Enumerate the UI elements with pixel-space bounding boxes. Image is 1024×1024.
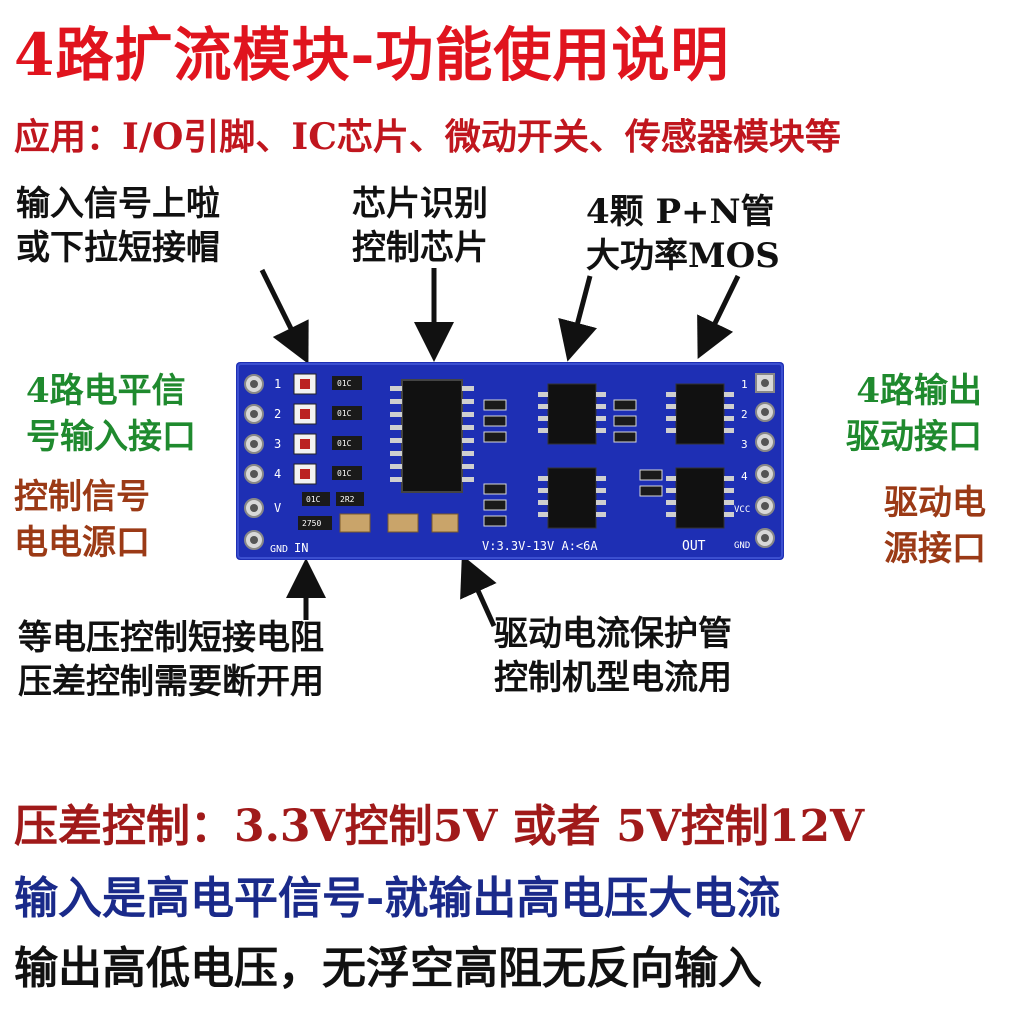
- callout-drive-power: 驱动电 源接口: [884, 480, 986, 572]
- bottom-line-3: 输出高低电压，无浮空高阻无反向输入: [14, 943, 762, 994]
- svg-text:2R2: 2R2: [340, 495, 355, 504]
- callout-drive-power-line2: 源接口: [884, 529, 986, 569]
- arrow-mos-2: [697, 274, 741, 359]
- callout-protect-line1: 驱动电流保护管: [494, 614, 732, 654]
- callout-resistor: 等电压控制短接电阻 压差控制需要断开用: [18, 616, 324, 704]
- spec-label: V:3.3V-13V A:<6A: [482, 539, 598, 553]
- callout-input-port-line2: 号输入接口: [26, 417, 196, 457]
- callout-control-power: 控制信号 电电源口: [14, 474, 150, 566]
- right-pin-label-3: 3: [741, 438, 748, 451]
- callout-control-power-line1: 控制信号: [14, 477, 150, 517]
- mosfet-group: [538, 383, 734, 529]
- callout-chip: 芯片识别 控制芯片: [352, 182, 488, 270]
- right-pin-label-2: 2: [741, 408, 748, 421]
- right-pin-header: [755, 373, 775, 548]
- callout-mos-line2: 大功率MOS: [586, 236, 780, 276]
- callout-drive-power-line1: 驱动电: [884, 483, 986, 523]
- resistor-group: 01C 01C 01C 01C 01C 2R2 2750: [298, 376, 364, 530]
- jumper-group: [293, 373, 317, 485]
- left-pin-label-gnd: GND: [270, 544, 288, 555]
- svg-text:01C: 01C: [306, 495, 321, 504]
- right-pin-label-gnd: GND: [734, 541, 750, 551]
- svg-text:01C: 01C: [337, 439, 352, 448]
- page-title: 4路扩流模块-功能使用说明: [14, 21, 730, 89]
- callout-protect-line2: 控制机型电流用: [494, 658, 732, 698]
- callout-output-port-line1: 4路输出: [856, 371, 982, 411]
- arrow-mos-1: [558, 275, 597, 362]
- arrow-protect: [460, 554, 497, 628]
- callout-pullup-line1: 输入信号上啦: [16, 184, 220, 224]
- bottom-line-2: 输入是高电平信号-就输出高电压大电流: [14, 873, 781, 924]
- svg-text:01C: 01C: [337, 469, 352, 478]
- left-pin-label-v: V: [274, 501, 281, 515]
- svg-text:01C: 01C: [337, 379, 352, 388]
- left-pin-label-1: 1: [274, 377, 281, 391]
- callout-resistor-line2: 压差控制需要断开用: [18, 662, 324, 702]
- capacitor-3: [431, 513, 459, 533]
- page-subtitle: 应用：I/O引脚、IC芯片、微动开关、传感器模块等: [14, 116, 841, 158]
- pcb-board: 1 2 3 4 V GND IN 01C 01C 01C 01C 01C 2R2…: [236, 362, 784, 560]
- callout-pullup-line2: 或下拉短接帽: [16, 228, 220, 268]
- bottom-line-1: 压差控制：3.3V控制5V 或者 5V控制12V: [14, 801, 865, 852]
- left-pin-label-4: 4: [274, 467, 281, 481]
- in-label: IN: [294, 541, 308, 555]
- out-label: OUT: [682, 539, 706, 554]
- callout-output-port: 4路输出 驱动接口: [846, 368, 982, 460]
- callout-input-port-line1: 4路电平信: [26, 371, 186, 411]
- callout-control-power-line2: 电电源口: [14, 523, 150, 563]
- capacitor-1: [339, 513, 371, 533]
- control-ic: [390, 379, 474, 493]
- callout-chip-line1: 芯片识别: [352, 184, 488, 224]
- capacitor-2: [387, 513, 419, 533]
- svg-text:2750: 2750: [302, 519, 321, 528]
- callout-mos-line1: 4颗 P+N管: [586, 192, 775, 232]
- right-pin-label-vcc: VCC: [734, 505, 750, 515]
- callout-chip-line2: 控制芯片: [352, 228, 488, 268]
- arrow-pullup: [259, 268, 309, 364]
- right-pin-label-1: 1: [741, 378, 748, 391]
- svg-text:01C: 01C: [337, 409, 352, 418]
- right-pin-label-4: 4: [741, 470, 748, 483]
- callout-protect: 驱动电流保护管 控制机型电流用: [494, 612, 732, 700]
- left-pin-label-3: 3: [274, 437, 281, 451]
- callout-output-port-line2: 驱动接口: [846, 417, 982, 457]
- callout-mos: 4颗 P+N管 大功率MOS: [586, 190, 780, 278]
- left-pin-header: [244, 374, 264, 550]
- callout-input-port: 4路电平信 号输入接口: [26, 368, 196, 460]
- left-pin-label-2: 2: [274, 407, 281, 421]
- callout-resistor-line1: 等电压控制短接电阻: [18, 618, 324, 658]
- smd-resistor-group: [483, 399, 663, 527]
- callout-pullup: 输入信号上啦 或下拉短接帽: [16, 182, 220, 270]
